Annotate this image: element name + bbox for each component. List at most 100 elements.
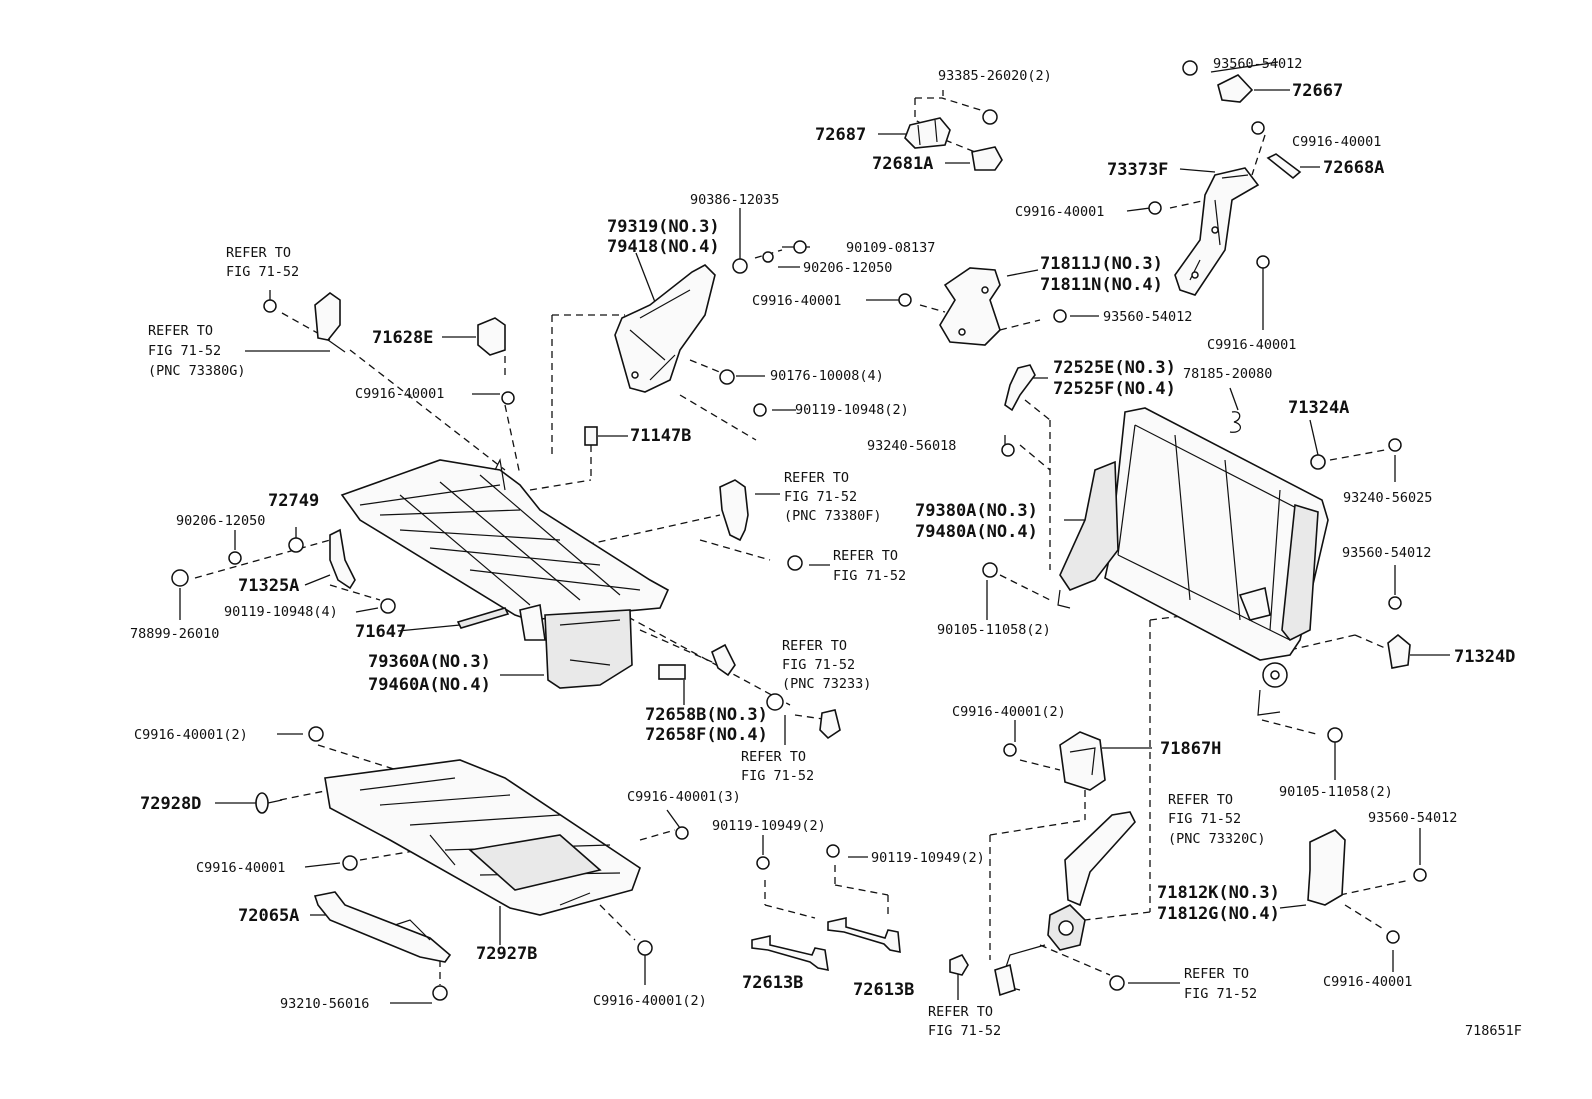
label-72613B-a: 72613B — [742, 973, 803, 993]
label-90176-10008: 90176-10008(4) — [770, 368, 884, 384]
label-78185-20080: 78185-20080 — [1183, 366, 1272, 382]
tag-72658B — [658, 664, 686, 680]
label-90119-10948-4: 90119-10948(4) — [224, 604, 338, 620]
label-93240-56018: 93240-56018 — [867, 438, 956, 454]
label-71647: 71647 — [355, 622, 406, 642]
label-refer-to-6: REFER TO — [741, 749, 806, 765]
label-refer-to-2: REFER TO — [148, 323, 213, 339]
label-c9916-40001-tr2: C9916-40001 — [1015, 204, 1104, 220]
tag-71147B — [584, 426, 598, 446]
label-fig-71-52-2: FIG 71-52 — [148, 343, 221, 359]
label-90119-10949-a: 90119-10949(2) — [712, 818, 826, 834]
label-72668A: 72668A — [1323, 158, 1384, 178]
clip-71867H — [1059, 731, 1106, 791]
label-71324D: 71324D — [1454, 647, 1515, 667]
strip-71647 — [456, 607, 510, 629]
cover-71812K — [1307, 829, 1346, 906]
label-79380A: 79380A(NO.3) — [915, 501, 1038, 521]
label-refer-to-4: REFER TO — [833, 548, 898, 564]
label-90206-12050-l: 90206-12050 — [176, 513, 265, 529]
label-72667: 72667 — [1292, 81, 1343, 101]
cap-72681A — [971, 146, 1003, 171]
label-90105-11058-b: 90105-11058(2) — [1279, 784, 1393, 800]
label-refer-to-8: REFER TO — [1184, 966, 1249, 982]
label-c9916-40001-r: C9916-40001 — [1207, 337, 1296, 353]
label-90119-10949-b: 90119-10949(2) — [871, 850, 985, 866]
bracket-72613B-b — [827, 917, 901, 953]
bracket-71811J — [939, 267, 1001, 346]
label-c9916-40001-l2: C9916-40001 — [196, 860, 285, 876]
label-72927B: 72927B — [476, 944, 537, 964]
anchor-73233 — [711, 643, 736, 677]
label-pnc-73380g: (PNC 73380G) — [148, 363, 246, 379]
label-79360A: 79360A(NO.3) — [368, 652, 491, 672]
pin-72928D — [255, 792, 283, 814]
part-drawings — [255, 74, 1411, 997]
label-71324A: 71324A — [1288, 398, 1349, 418]
cap-71324A — [1310, 454, 1326, 470]
block-71628E — [477, 317, 506, 356]
label-79418: 79418(NO.4) — [607, 237, 720, 257]
label-93210-56016: 93210-56016 — [280, 996, 369, 1012]
label-93560-54012-top: 93560-54012 — [1213, 56, 1302, 72]
label-c9916-40001-l1: C9916-40001 — [355, 386, 444, 402]
label-73373F: 73373F — [1107, 160, 1168, 180]
label-72658F: 72658F(NO.4) — [645, 725, 768, 745]
label-71325A: 71325A — [238, 576, 299, 596]
label-71811J: 71811J(NO.3) — [1040, 254, 1163, 274]
label-72658B: 72658B(NO.3) — [645, 705, 768, 725]
strip-72668A — [1266, 153, 1302, 180]
label-90109-08137: 90109-08137 — [846, 240, 935, 256]
label-c9916-40001-br: C9916-40001 — [1323, 974, 1412, 990]
label-pnc-73380f: (PNC 73380F) — [784, 508, 882, 524]
lever-72525E — [1004, 364, 1036, 412]
clip-72687 — [904, 117, 951, 149]
label-72613B-b: 72613B — [853, 980, 914, 1000]
label-90386-12035: 90386-12035 — [690, 192, 779, 208]
label-72065A: 72065A — [238, 906, 299, 926]
tray-72927B — [324, 759, 641, 916]
label-71147B: 71147B — [630, 426, 691, 446]
label-fig-71-52-9: FIG 71-52 — [928, 1023, 1001, 1039]
label-c9916-40001-2a: C9916-40001(2) — [134, 727, 248, 743]
label-79319: 79319(NO.3) — [607, 217, 720, 237]
label-fig-71-52-6: FIG 71-52 — [741, 768, 814, 784]
part-labels: 93385-26020(2) 72687 72681A 93560-54012 … — [130, 56, 1522, 1039]
label-fig-71-52-3: FIG 71-52 — [784, 489, 857, 505]
label-72525F: 72525F(NO.4) — [1053, 379, 1176, 399]
fasteners — [171, 60, 1427, 1001]
plate-71325A — [329, 528, 356, 590]
spring-78185 — [1229, 411, 1241, 433]
label-refer-to-3: REFER TO — [784, 470, 849, 486]
label-71812G: 71812G(NO.4) — [1157, 904, 1280, 924]
label-90119-10948-2: 90119-10948(2) — [795, 402, 909, 418]
label-90105-11058-a: 90105-11058(2) — [937, 622, 1051, 638]
label-78899-26010: 78899-26010 — [130, 626, 219, 642]
label-71812K: 71812K(NO.3) — [1157, 883, 1280, 903]
label-71867H: 71867H — [1160, 739, 1221, 759]
cap-refer-bottom — [949, 953, 969, 976]
buckle-73380G — [314, 292, 346, 353]
label-93560-54012-br: 93560-54012 — [1368, 810, 1457, 826]
label-71628E: 71628E — [372, 328, 433, 348]
label-c9916-40001-mid: C9916-40001 — [752, 293, 841, 309]
buckle-73380F — [719, 479, 749, 542]
hinge-73373F — [1174, 167, 1260, 296]
label-93240-56025: 93240-56025 — [1343, 490, 1432, 506]
label-72525E: 72525E(NO.3) — [1053, 358, 1176, 378]
label-71811N: 71811N(NO.4) — [1040, 275, 1163, 295]
bracket-72613B-a — [751, 935, 829, 972]
label-refer-to-1: REFER TO — [226, 245, 291, 261]
label-93385-26020: 93385-26020(2) — [938, 68, 1052, 84]
label-fig-71-52-7: FIG 71-52 — [1168, 811, 1241, 827]
label-fig-71-52-4: FIG 71-52 — [833, 568, 906, 584]
cover-refer-fig — [819, 709, 841, 740]
label-pnc-73233: (PNC 73233) — [782, 676, 871, 692]
belt-retractor-73320C — [994, 811, 1136, 997]
label-fig-71-52-1: FIG 71-52 — [226, 264, 299, 280]
label-c9916-40001-tr1: C9916-40001 — [1292, 134, 1381, 150]
label-72681A: 72681A — [872, 154, 933, 174]
label-refer-to-7: REFER TO — [1168, 792, 1233, 808]
seat-cushion-frame — [340, 458, 670, 689]
cap-71324D — [1387, 633, 1411, 669]
